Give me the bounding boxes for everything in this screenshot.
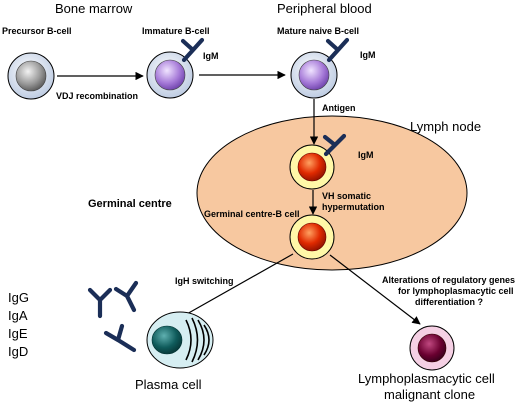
label-precursor-b-cell: Precursor B-cell xyxy=(2,26,72,36)
lymph-node-region xyxy=(196,115,468,271)
precursor-b-cell xyxy=(7,52,55,100)
label-malignant-clone: malignant clone xyxy=(384,387,475,402)
label-alterations-line1: Alterations of regulatory genes xyxy=(382,275,515,285)
arrow-igh-switching xyxy=(177,253,294,320)
plasma-cell xyxy=(146,311,214,369)
mature-naive-b-cell xyxy=(290,51,338,99)
label-vdj-recombination: VDJ recombination xyxy=(56,91,138,101)
label-immature-b-cell: Immature B-cell xyxy=(142,26,210,36)
label-alterations-line2: for lymphoplasmacytic cell xyxy=(398,286,514,296)
label-antigen: Antigen xyxy=(322,103,356,113)
label-igm-activated: IgM xyxy=(358,150,374,160)
germinal-centre-b-cell xyxy=(289,214,335,260)
label-alterations-line3: differentiation ? xyxy=(415,297,483,307)
antibody-icon xyxy=(113,280,139,313)
label-germinal-centre-b-cell: Germinal centre-B cell xyxy=(204,209,300,219)
label-iga: IgA xyxy=(8,308,28,323)
activated-b-cell xyxy=(289,144,335,190)
section-lymph-node: Lymph node xyxy=(410,119,481,134)
section-peripheral-blood: Peripheral blood xyxy=(277,1,372,16)
label-igm-mature: IgM xyxy=(360,50,376,60)
antibody-icon xyxy=(87,287,113,319)
arrow-regulatory-alterations xyxy=(329,254,421,325)
lymphoplasmacytic-cell xyxy=(409,325,455,371)
label-igh-switching: IgH switching xyxy=(175,276,234,286)
igm-antibody-icon xyxy=(180,37,205,63)
label-plasma-cell: Plasma cell xyxy=(135,377,202,392)
label-igm-immature: IgM xyxy=(203,51,219,61)
section-germinal-centre: Germinal centre xyxy=(88,198,172,210)
label-mature-naive-b-cell: Mature naive B-cell xyxy=(277,26,359,36)
section-bone-marrow: Bone marrow xyxy=(55,1,133,16)
label-lymphoplasmacytic-cell: Lymphoplasmacytic cell xyxy=(358,371,495,386)
label-vh-somatic: VH somatic xyxy=(322,191,371,201)
label-igd: IgD xyxy=(8,344,28,359)
label-ige: IgE xyxy=(8,326,28,341)
igm-antibody-icon xyxy=(325,37,350,63)
igm-antibody-icon xyxy=(322,133,347,157)
label-hypermutation: hypermutation xyxy=(322,202,385,212)
antibody-icon xyxy=(103,323,137,353)
immature-b-cell xyxy=(146,51,194,99)
label-igg: IgG xyxy=(8,290,29,305)
